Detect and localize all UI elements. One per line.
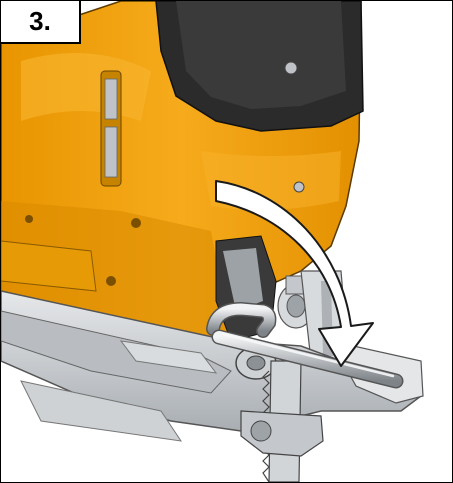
- saw-blade: [240, 360, 324, 482]
- base-plate: [1, 290, 424, 442]
- jigsaw-body: [1, 1, 364, 342]
- step-number: 3.: [1, 1, 81, 44]
- release-lever: [206, 301, 404, 389]
- rotation-arrow-icon: [215, 180, 374, 367]
